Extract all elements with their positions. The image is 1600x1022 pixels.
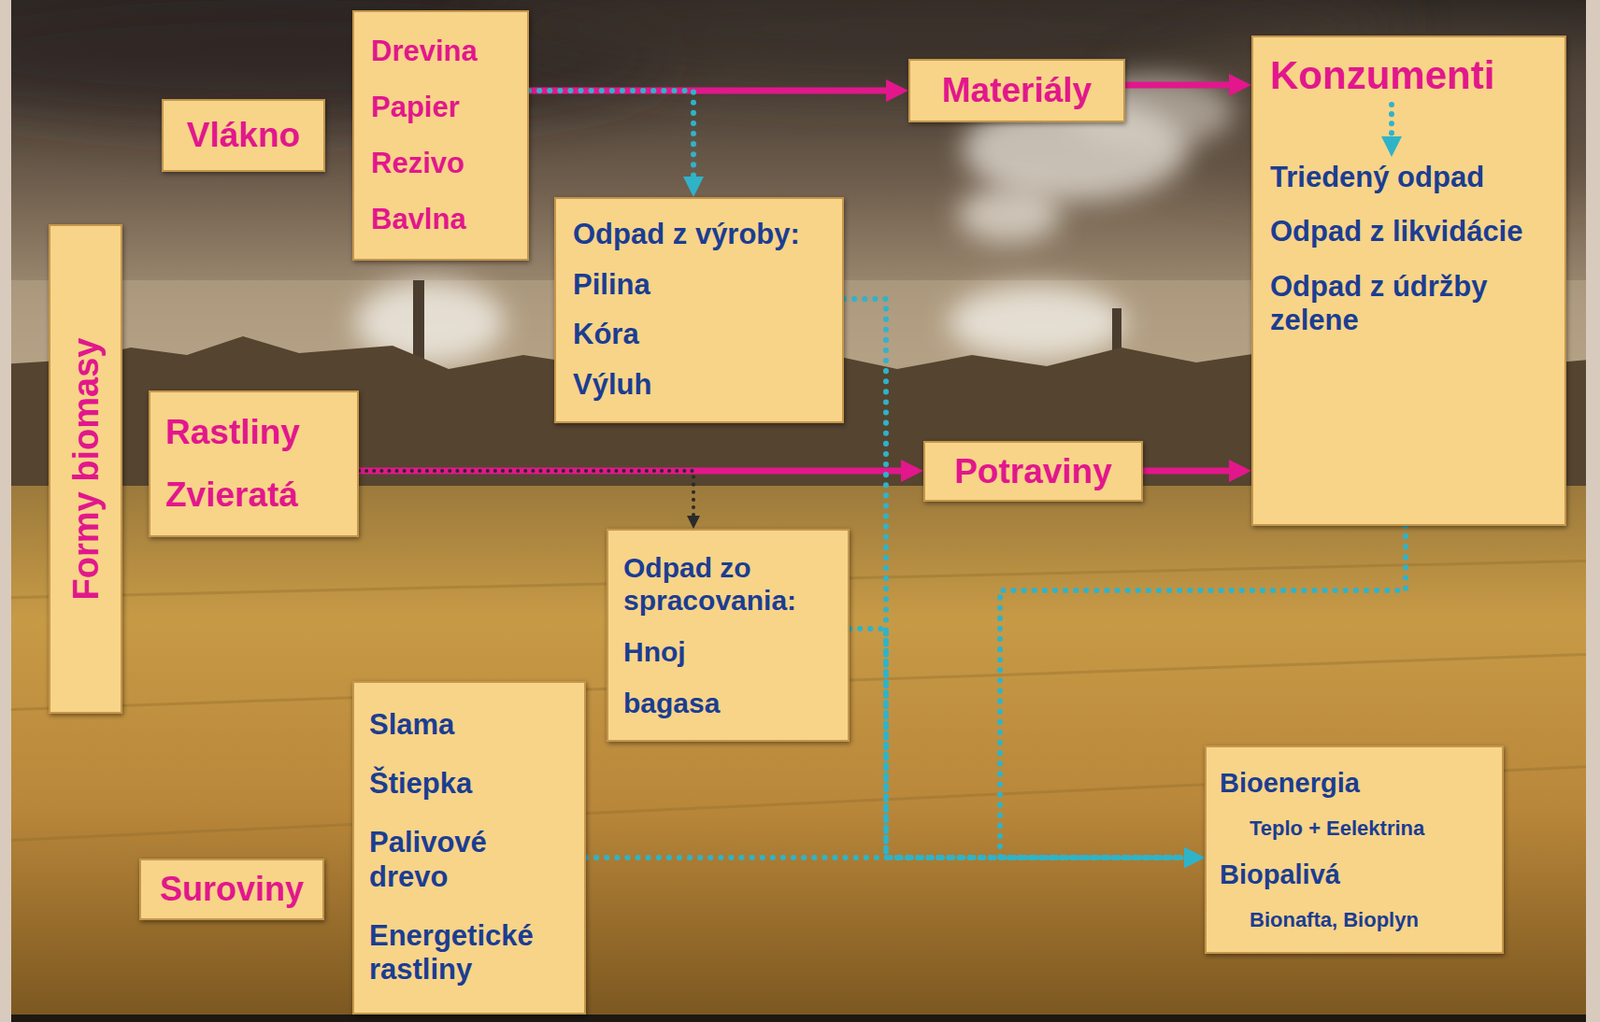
node-text: Konzumenti xyxy=(1270,52,1495,100)
node-text: Zvieratá xyxy=(165,474,299,516)
biomass-forms-box: Formy biomasy xyxy=(48,224,123,715)
materials-box: Materiály xyxy=(908,58,1126,123)
node-text: Slama xyxy=(369,708,455,743)
flow-arrow xyxy=(1142,468,1229,475)
plants-animals-box: RastlinyZvieratá xyxy=(148,390,359,538)
node-text: Energetické rastliny xyxy=(369,919,570,988)
raw-material-list-box: SlamaŠtiepkaPalivové drevoEnergetické ra… xyxy=(352,681,586,1015)
frame xyxy=(1585,0,1600,1022)
chimney xyxy=(413,280,425,384)
node-text: Suroviny xyxy=(159,870,304,910)
material-list-box: DrevinaPapierRezivoBavlna xyxy=(352,10,529,261)
waste-flow-dotted xyxy=(843,299,1185,858)
fiber-box: Vlákno xyxy=(161,99,326,172)
node-text: Biopalivá xyxy=(1219,858,1341,891)
waste-flow-dotted xyxy=(528,90,694,177)
node-text: Štiepka xyxy=(369,767,472,802)
node-text: Bavlna xyxy=(371,202,467,238)
node-text: Hnoj xyxy=(623,635,686,669)
production-waste-box: Odpad z výroby: PilinaKóraVýluh xyxy=(554,197,844,424)
raw-materials-box: Suroviny xyxy=(139,858,325,921)
node-text: Odpad zo spracovania: xyxy=(623,551,833,618)
node-text: Formy biomasy xyxy=(64,338,107,601)
food-box: Potraviny xyxy=(923,441,1143,502)
node-text: Materiály xyxy=(942,70,1092,112)
cloud xyxy=(0,0,673,122)
smoke xyxy=(948,285,1127,360)
node-text: Potraviny xyxy=(954,451,1113,493)
node-text: Bionafta, Bioplyn xyxy=(1249,908,1419,933)
node-text: Vlákno xyxy=(186,114,300,157)
chimney xyxy=(1112,308,1122,393)
node-text: Odpad z likvidácie xyxy=(1270,214,1523,250)
node-text: Rezivo xyxy=(371,146,465,182)
node-text: Pilina xyxy=(572,268,651,303)
waste-flow-dotted xyxy=(849,628,1185,858)
inner-arrow-head xyxy=(1381,136,1402,158)
node-text: Kóra xyxy=(572,317,640,353)
node-text: Odpad z výroby: xyxy=(572,217,800,253)
waste-flow-dotted xyxy=(585,855,1185,861)
node-text: Drevina xyxy=(371,34,478,70)
flow-arrow xyxy=(1125,82,1229,89)
smoke xyxy=(957,186,1061,243)
node-text: Palivové drevo xyxy=(369,826,570,895)
frame xyxy=(0,0,12,1022)
node-text: Teplo + Eelektrina xyxy=(1249,816,1425,842)
node-text: bagasa xyxy=(623,686,720,720)
waste-flow-dotted-dark xyxy=(358,471,694,516)
bioenergy-box: BioenergiaTeplo + EelektrinaBiopaliváBio… xyxy=(1204,745,1504,955)
node-text: Triedený odpad xyxy=(1270,160,1485,196)
flow-arrow xyxy=(358,468,901,475)
inner-arrow-line xyxy=(1388,104,1395,137)
node-text: Výluh xyxy=(572,368,652,403)
inner-arrow xyxy=(1270,99,1551,161)
field xyxy=(0,485,1600,1022)
consumers-box: KonzumentiTriedený odpadOdpad z likvidác… xyxy=(1251,35,1567,527)
smoke xyxy=(355,280,505,365)
node-text: Odpad z údržby zelene xyxy=(1270,270,1548,339)
node-text: Bioenergia xyxy=(1219,767,1360,800)
processing-waste-box: Odpad zo spracovania: Hnoj bagasa xyxy=(606,528,850,743)
flow-arrow xyxy=(528,87,886,95)
node-text: Rastliny xyxy=(165,412,300,454)
node-text: Papier xyxy=(371,90,460,126)
frame xyxy=(11,1014,1586,1022)
